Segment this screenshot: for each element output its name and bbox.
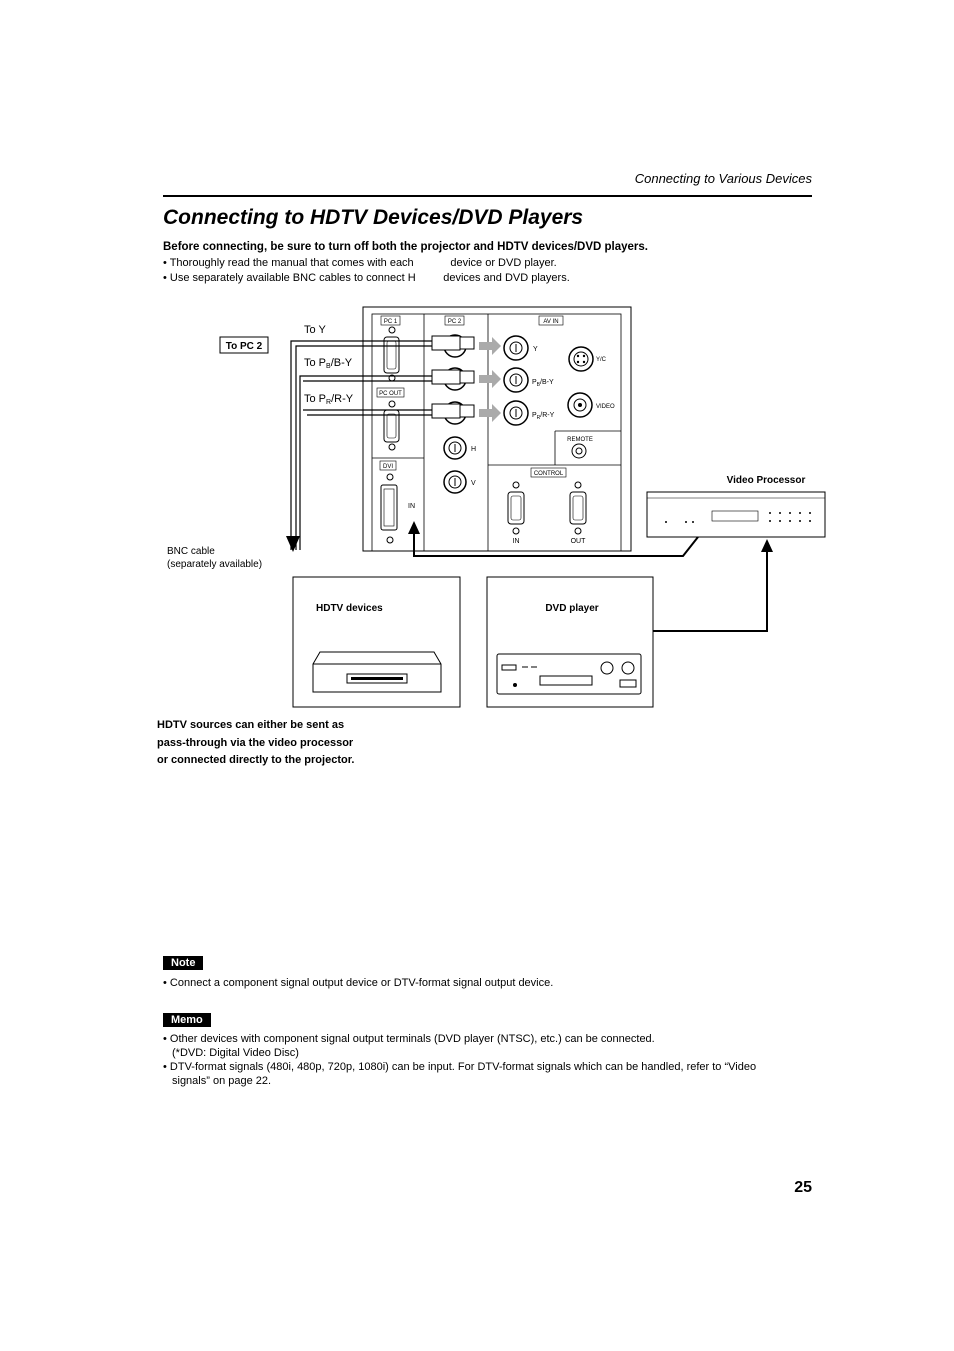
page-number: 25 [794, 1179, 812, 1196]
label-v: V [471, 480, 476, 487]
dvd-output-line [653, 550, 768, 632]
note-tag: Note [163, 956, 204, 970]
note-item: • Connect a component signal output devi… [163, 977, 554, 989]
label-video-processor: Video Processor [727, 475, 806, 486]
label-bnc-cable: BNC cable [167, 546, 215, 557]
diagram-caption: HDTV sources can either be sent as pass-… [157, 719, 355, 766]
label-bnc-cable-note: (separately available) [167, 559, 262, 570]
label-pc-out: PC OUT [379, 391, 402, 397]
memo-item-1: • Other devices with component signal ou… [163, 1033, 655, 1045]
processor-arrow-icon [761, 539, 773, 552]
label-pr: PR/R-Y [532, 412, 555, 421]
label-yc: Y/C [596, 357, 607, 363]
memo-tag: Memo [163, 1013, 211, 1027]
label-av-in: AV IN [543, 319, 558, 325]
label-pc2: PC 2 [448, 319, 462, 325]
label-control-out: OUT [571, 538, 587, 545]
label-remote: REMOTE [567, 437, 593, 443]
panel-arrow-icon [408, 521, 420, 534]
label-hdtv-devices: HDTV devices [316, 603, 383, 614]
intro-lead: Before connecting, be sure to turn off b… [163, 241, 648, 253]
label-h: H [471, 446, 476, 453]
hdtv-device-image [312, 651, 442, 693]
label-control: CONTROL [534, 471, 564, 477]
cable-arrow-icon [286, 536, 300, 552]
label-y: Y [533, 346, 538, 353]
dvd-player-image [496, 653, 642, 695]
label-to-pr: To PR/R-Y [304, 393, 354, 406]
label-video: VIDEO [596, 404, 615, 410]
label-to-pb: To PB/B-Y [304, 357, 353, 370]
insert-arrow-icons [479, 337, 501, 422]
intro-bullet-1: • Thoroughly read the manual that comes … [163, 257, 557, 269]
section-header: Connecting to Various Devices [634, 171, 812, 186]
memo-item-2-cont: signals” on page 22. [172, 1075, 272, 1087]
processor-output-line [413, 532, 699, 557]
label-control-in: IN [513, 538, 520, 545]
header-rule [163, 195, 812, 197]
page-title: Connecting to HDTV Devices/DVD Players [163, 206, 584, 229]
label-dvi-in: IN [408, 503, 415, 510]
label-to-y: To Y [304, 324, 326, 336]
label-dvi: DVI [383, 464, 393, 470]
bnc-plugs [431, 335, 475, 419]
intro-bullet-2: • Use separately available BNC cables to… [163, 272, 570, 284]
video-processor-device [646, 491, 826, 538]
bnc-cables [290, 340, 432, 550]
memo-item-2: • DTV-format signals (480i, 480p, 720p, … [163, 1061, 757, 1073]
memo-item-1-note: (*DVD: Digital Video Disc) [172, 1047, 299, 1059]
label-dvd-player: DVD player [545, 603, 598, 614]
label-pc1: PC 1 [384, 319, 398, 325]
label-pb: PB/B-Y [532, 379, 554, 388]
label-to-pc2: To PC 2 [226, 341, 263, 352]
